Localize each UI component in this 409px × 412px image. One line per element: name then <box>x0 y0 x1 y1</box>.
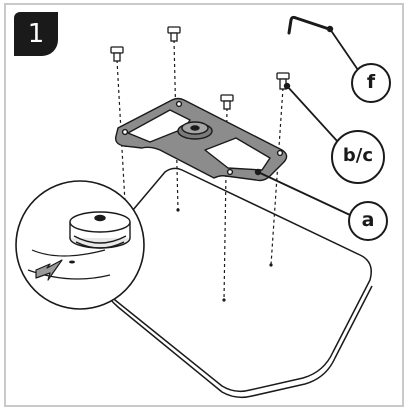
screws <box>110 26 290 110</box>
base-panel <box>94 167 373 399</box>
leader-lines <box>257 28 359 216</box>
step-number-badge: 1 <box>14 12 58 56</box>
leader-dots <box>254 25 334 176</box>
callout-f: f <box>351 63 391 103</box>
screw-2 <box>167 26 181 42</box>
allen-key <box>287 15 331 35</box>
callout-a: a <box>348 201 388 241</box>
arrow-down-left-icon <box>35 259 63 281</box>
screw-1 <box>110 46 124 62</box>
mounting-plate <box>114 97 288 182</box>
detail-magnifier <box>15 180 145 310</box>
callout-b-c: b/c <box>331 130 385 184</box>
diagram-frame <box>4 3 404 407</box>
screw-3 <box>220 94 234 110</box>
